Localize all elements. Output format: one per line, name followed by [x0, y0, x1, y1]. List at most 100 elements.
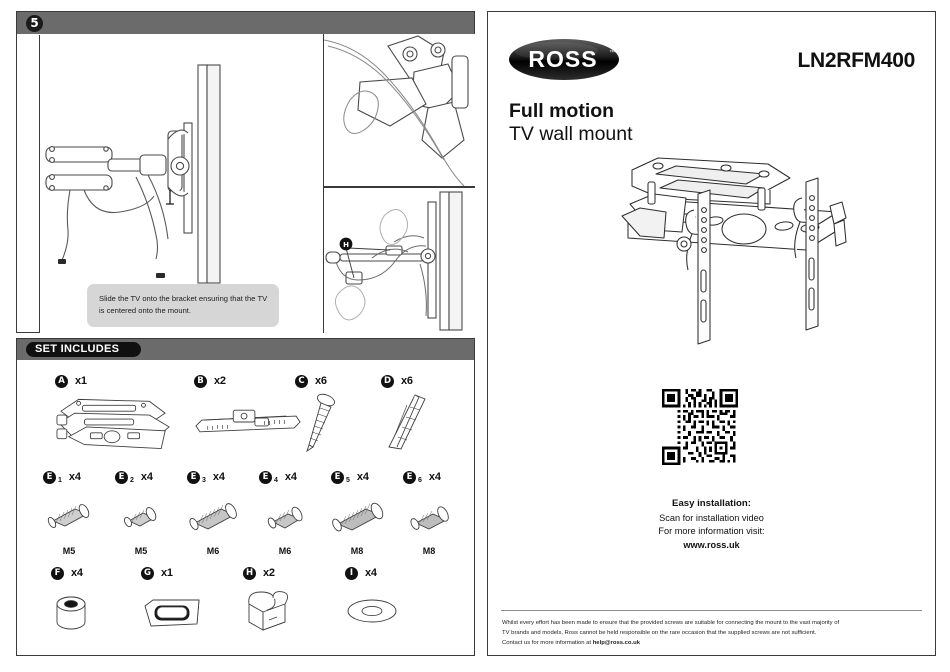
step-detail-illustration-bottom: H [323, 187, 475, 333]
part-art-c [295, 392, 385, 453]
product-title-line2: TV wall mount [509, 123, 633, 146]
machine-screw-icon [189, 503, 237, 530]
part-qty-f: x4 [71, 567, 83, 579]
part-art-f [51, 584, 141, 644]
part-qty-e3: x4 [212, 471, 225, 483]
part-item-i: I x4 [345, 565, 445, 644]
part-art-g [141, 584, 241, 644]
parts-row-abcd: A x1 [31, 373, 464, 465]
ross-logo-icon: ROSS ™ [509, 39, 619, 80]
part-art-e4 [259, 488, 331, 548]
disclaimer-line1: Whilst every effort has been made to ens… [502, 620, 840, 626]
step-header-bar [17, 12, 474, 34]
part-subscript-e5: 5 [346, 477, 350, 484]
part-art-e1 [43, 488, 115, 548]
qr-code[interactable] [658, 385, 742, 469]
support-email[interactable]: help@ross.co.uk [592, 640, 641, 647]
part-size-e5: M8 [350, 546, 364, 556]
part-subscript-e1: 1 [58, 477, 62, 484]
easy-installation-line1: Scan for installation video [659, 513, 764, 523]
cable-clip-icon [248, 591, 288, 631]
disclaimer-line3: Contact us for more information at help@… [502, 638, 921, 648]
machine-screw-icon [47, 504, 90, 529]
part-size-e1: M5 [62, 546, 76, 556]
product-title-block: Full motion TV wall mount [509, 100, 633, 147]
part-item-e5: E 5 x4 [331, 469, 403, 556]
part-badge-e3: E [187, 470, 200, 484]
disclaimer-text: Whilst every effort has been made to ens… [502, 618, 921, 648]
part-art-d [381, 392, 471, 452]
tv-arm-rail-icon [195, 409, 301, 433]
step-main-illustration [39, 35, 323, 333]
part-badge-h: H [243, 566, 256, 580]
part-qty-a: x1 [75, 375, 87, 387]
easy-installation-block: Easy installation: Scan for installation… [488, 498, 935, 552]
part-item-c: C x6 [295, 373, 385, 453]
part-art-a [55, 392, 175, 452]
footer-divider [501, 610, 922, 611]
part-item-h: H x2 [243, 565, 343, 644]
part-qty-i: x4 [365, 567, 377, 579]
easy-installation-line2: For more information visit: [658, 526, 765, 537]
part-item-b: B x2 [194, 373, 324, 452]
arm-joint-detail-icon [324, 35, 469, 186]
part-qty-g: x1 [161, 567, 173, 579]
spacer-cylinder-icon [56, 596, 86, 630]
part-qty-d: x6 [401, 375, 413, 387]
disclaimer-line2: TV brands and models, Ross cannot be hel… [502, 630, 817, 637]
step-callout-text: Slide the TV onto the bracket ensuring t… [87, 284, 279, 327]
parts-row-e: E 1 x4 [31, 469, 464, 561]
cable-clip-detail-icon: H [325, 191, 463, 331]
part-size-e4: M6 [278, 546, 292, 556]
qr-code-icon[interactable] [662, 389, 738, 465]
part-size-e2: M5 [134, 546, 148, 556]
ross-logo: ROSS ™ [508, 38, 621, 81]
part-item-d: D x6 [381, 373, 471, 452]
part-qty-c: x6 [315, 375, 327, 387]
product-title-line1: Full motion [509, 100, 615, 122]
part-item-e1: E 1 x4 [43, 469, 115, 556]
part-item-e6: E 6 x4 [403, 469, 475, 556]
part-badge-e4: E [259, 470, 272, 484]
spirit-level-icon [144, 599, 200, 627]
part-item-e2: E 2 x4 [115, 469, 187, 556]
machine-screw-icon [267, 506, 303, 529]
trademark-symbol: ™ [609, 49, 615, 56]
machine-screw-icon [332, 502, 384, 532]
part-qty-e1: x4 [68, 471, 81, 483]
website-url[interactable]: www.ross.uk [683, 539, 740, 550]
model-number: LN2RFM400 [797, 49, 916, 72]
part-item-e3: E 3 x4 [187, 469, 259, 556]
set-includes-title: SET INCLUDES [26, 342, 142, 357]
part-subscript-e3: 3 [202, 477, 206, 484]
part-art-h [243, 584, 343, 644]
part-subscript-e4: 4 [274, 477, 278, 484]
part-item-e4: E 4 x4 [259, 469, 331, 556]
machine-screw-icon [410, 506, 449, 530]
set-includes-panel: SET INCLUDES A x1 [16, 338, 475, 656]
ross-wordmark: ROSS [528, 46, 597, 72]
part-art-e5 [331, 488, 403, 548]
part-badge-b: B [194, 374, 207, 388]
tv-side-view-icon [45, 64, 221, 284]
part-item-g: G x1 [141, 565, 241, 644]
step-number-badge: 5 [26, 15, 43, 32]
part-art-e6 [403, 488, 475, 548]
machine-screw-icon [124, 507, 157, 528]
part-qty-e2: x4 [140, 471, 153, 483]
part-badge-d: D [381, 374, 394, 388]
step-detail-illustration-top [323, 34, 475, 187]
disclaimer-contact-prefix: Contact us for more information at [502, 640, 593, 647]
part-item-a: A x1 [55, 373, 175, 452]
part-art-i [345, 584, 445, 644]
part-qty-e5: x4 [356, 471, 369, 483]
part-qty-e4: x4 [284, 471, 297, 483]
set-includes-grid: A x1 [31, 369, 464, 647]
easy-installation-heading: Easy installation: [672, 498, 751, 509]
flat-washer-icon [347, 599, 397, 623]
wall-mount-bracket-icon [56, 398, 170, 450]
part-item-f: F x4 [51, 565, 141, 644]
part-size-e6: M8 [422, 546, 436, 556]
part-qty-b: x2 [214, 375, 226, 387]
